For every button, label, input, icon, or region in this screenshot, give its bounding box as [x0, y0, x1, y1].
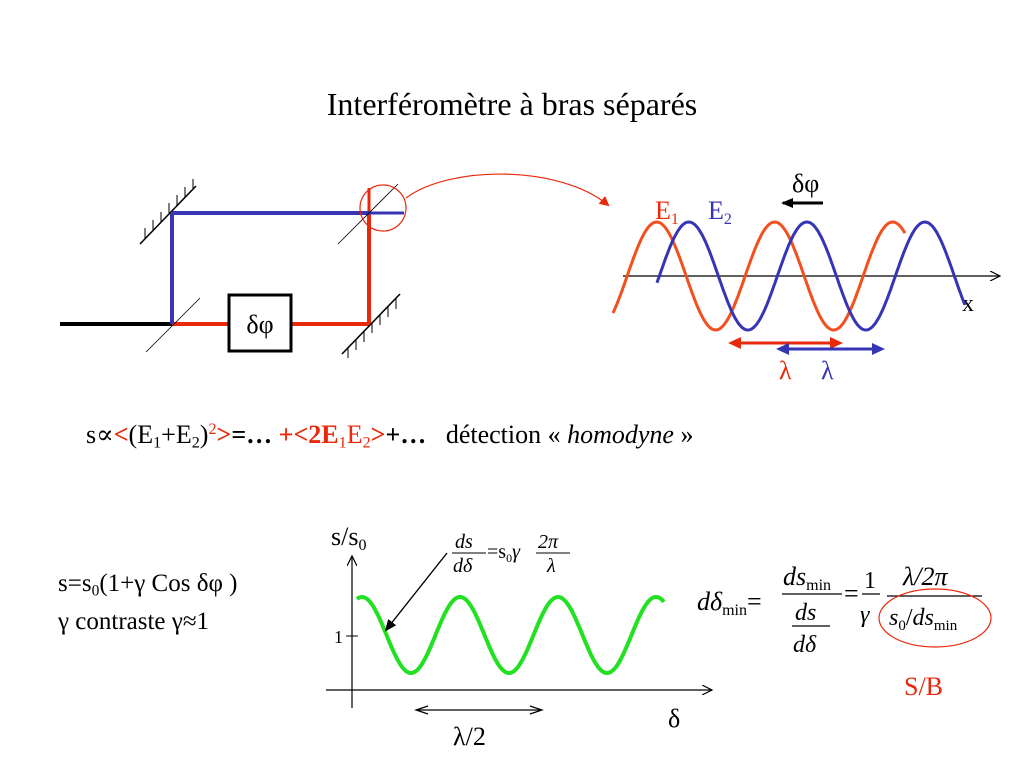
tangent-arrow	[384, 552, 448, 632]
svg-text:dδ: dδ	[453, 555, 473, 577]
wave-x-label: x	[962, 291, 974, 317]
lambda-e2-arrow	[776, 343, 885, 355]
svg-text:dδmin=: dδmin=	[697, 587, 762, 619]
beamsplitter-input	[145, 297, 201, 353]
period-label: λ/2	[453, 722, 486, 751]
signal-plot: s/s0 δ 1 λ/2 ds dδ =s0γ 2π λ	[326, 522, 712, 751]
signal-x-label: δ	[668, 704, 680, 733]
interferometer-setup: δφ	[60, 173, 610, 358]
svg-text:=s0γ: =s0γ	[487, 541, 521, 565]
wave-e1	[611, 220, 907, 332]
snr-ellipse	[878, 588, 992, 648]
signal-equation: s∝<(E1+E2)2>=… +<2E1E2>+… détection « ho…	[86, 420, 694, 452]
phase-shifter-box	[227, 293, 293, 353]
svg-text:dδ: dδ	[793, 632, 817, 658]
signal-model-line2: γ contraste γ≈1	[58, 608, 210, 635]
mirror-top-left	[139, 179, 197, 245]
lambda-e2-label: λ	[821, 356, 834, 385]
wave-panel: x E1 E2 δφ λ λ	[611, 169, 1000, 385]
phase-shift-label: δφ	[792, 169, 819, 198]
svg-text:λ/2π: λ/2π	[902, 562, 948, 591]
svg-text:γ: γ	[860, 602, 870, 628]
zoom-arrow	[405, 173, 610, 207]
svg-text:=: =	[844, 579, 859, 608]
svg-text:ds: ds	[455, 531, 473, 553]
e1-label: E1	[655, 196, 679, 228]
svg-text:ds: ds	[795, 600, 816, 626]
signal-y-label: s/s0	[331, 522, 366, 554]
svg-text:2π: 2π	[538, 531, 559, 553]
phase-shifter-label: δφ	[246, 310, 273, 339]
svg-text:s0/dsmin: s0/dsmin	[889, 605, 958, 634]
period-arrow	[414, 705, 544, 715]
lambda-e1-label: λ	[779, 356, 792, 385]
page-title: Interféromètre à bras séparés	[326, 86, 698, 122]
beamsplitter-output	[337, 183, 399, 245]
svg-text:1: 1	[864, 568, 876, 594]
e2-label: E2	[708, 196, 732, 228]
tick-one-label: 1	[334, 627, 343, 647]
snr-label: S/B	[904, 672, 943, 701]
signal-model-line1: s=s0(1+γ Cos δφ )	[58, 570, 238, 600]
lambda-e1-arrow	[728, 337, 843, 349]
sensitivity-formula: dδmin= dsmin ds dδ = 1 γ λ/2π s0/dsmin S…	[697, 562, 992, 701]
svg-text:λ: λ	[546, 555, 556, 577]
zoom-circle	[359, 184, 407, 232]
slope-formula: ds dδ =s0γ 2π λ	[452, 531, 570, 577]
wave-e2	[655, 220, 967, 332]
mirror-bottom-right	[341, 293, 401, 358]
signal-curve	[355, 594, 666, 675]
svg-text:dsmin: dsmin	[783, 562, 831, 594]
